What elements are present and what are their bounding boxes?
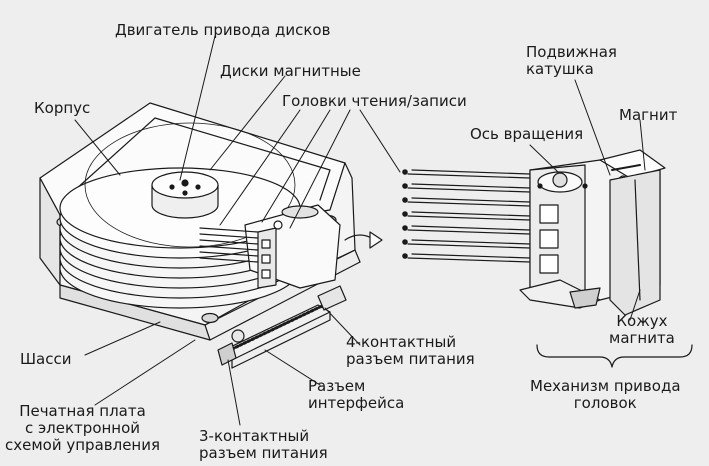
label-moving-coil: Подвижная катушка	[526, 43, 617, 78]
actuator-bracket	[536, 344, 693, 368]
label-rotation-axis: Ось вращения	[470, 125, 584, 143]
label-spindle-motor: Двигатель привода дисков	[115, 21, 331, 39]
label-3pin-power: 3-контактный разъем питания	[199, 427, 328, 462]
exploded-actuator	[519, 149, 666, 316]
internal-actuator	[199, 204, 341, 289]
label-magnet: Магнит	[619, 106, 678, 124]
label-chassis: Шасси	[20, 350, 72, 368]
exploded-head-arms	[402, 169, 531, 263]
leader-lines	[74, 35, 646, 426]
interface-connector	[217, 285, 347, 369]
spindle-motor	[151, 171, 219, 219]
label-pcb: Печатная плата с электронной схемой упра…	[5, 402, 160, 454]
label-magnetic-disks: Диски магнитные	[220, 62, 361, 80]
label-magnet-cover: Кожух магнита	[609, 312, 675, 347]
label-4pin-power: 4-контактный разъем питания	[346, 333, 475, 368]
label-read-write-heads: Головки чтения/записи	[282, 92, 467, 110]
exploded-view-arrow	[344, 231, 383, 249]
label-head-actuator: Механизм привода головок	[530, 377, 681, 412]
label-case: Корпус	[34, 99, 91, 117]
label-interface-connector: Разъем интерфейса	[308, 377, 405, 412]
